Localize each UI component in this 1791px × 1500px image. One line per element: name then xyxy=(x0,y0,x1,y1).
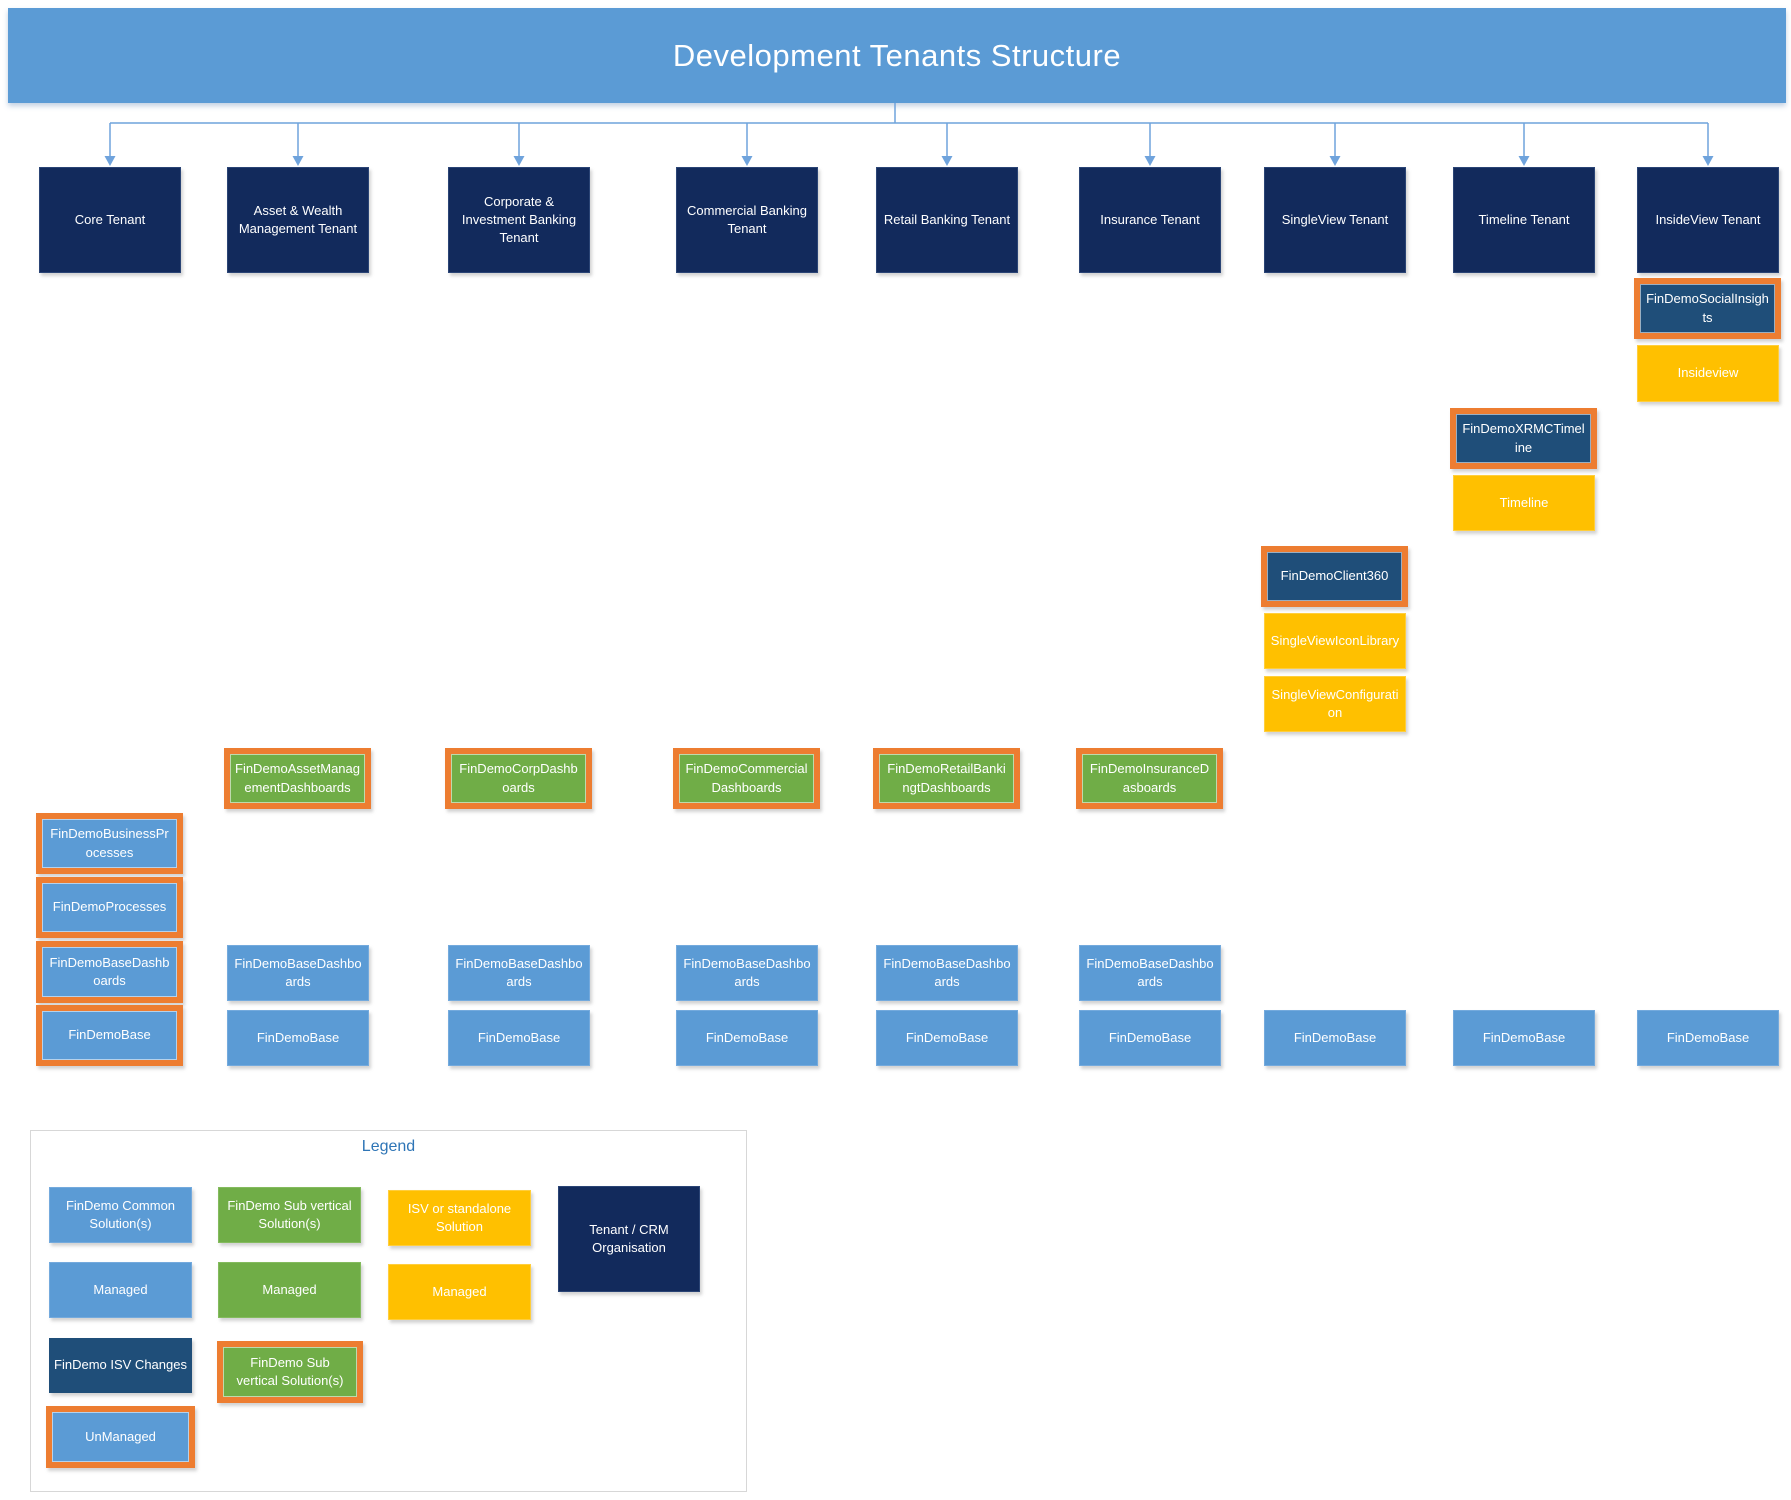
legend-sub-vertical-unmanaged-box: FinDemo Sub vertical Solution(s) xyxy=(217,1341,363,1403)
legend-title: Legend xyxy=(361,1138,416,1155)
solution-base-box: FinDemoBase xyxy=(227,1010,369,1066)
solution-retail-banking-dashboards-box: FinDemoRetailBankingtDashboards xyxy=(873,748,1020,809)
legend-managed-yellow-box: Managed xyxy=(388,1264,531,1320)
tenant-insideview-box: InsideView Tenant xyxy=(1637,167,1779,273)
solution-base-box: FinDemoBase xyxy=(1264,1010,1406,1066)
tenant-asset-wealth-box: Asset & Wealth Management Tenant xyxy=(227,167,369,273)
solution-corp-dashboards-box: FinDemoCorpDashboards xyxy=(445,748,592,809)
solution-xrmc-timeline-box: FinDemoXRMCTimeline xyxy=(1450,408,1597,469)
solution-base-box: FinDemoBase xyxy=(1453,1010,1595,1066)
solution-asset-management-dashboards-box: FinDemoAssetManagementDashboards xyxy=(224,748,371,809)
solution-base-dashboards-box: FinDemoBaseDashboards xyxy=(1079,945,1221,1001)
solution-insurance-dashboards-box: FinDemoInsuranceDasboards xyxy=(1076,748,1223,809)
solution-base-dashboards-box: FinDemoBaseDashboards xyxy=(36,941,183,1003)
legend-sub-vertical-solutions-box: FinDemo Sub vertical Solution(s) xyxy=(218,1187,361,1243)
solution-base-dashboards-box: FinDemoBaseDashboards xyxy=(227,945,369,1001)
legend-tenant-crm-organisation-box: Tenant / CRM Organisation xyxy=(558,1186,700,1292)
solution-business-processes-box: FinDemoBusinessProcesses xyxy=(36,813,183,874)
solution-singleview-configuration-box: SingleViewConfiguration xyxy=(1264,676,1406,732)
tenant-timeline-box: Timeline Tenant xyxy=(1453,167,1595,273)
diagram-title: Development Tenants Structure xyxy=(672,37,1122,73)
tenant-core-box: Core Tenant xyxy=(39,167,181,273)
solution-client360-box: FinDemoClient360 xyxy=(1261,546,1408,607)
diagram-title-banner: Development Tenants Structure xyxy=(8,8,1786,103)
tenant-retail-banking-box: Retail Banking Tenant xyxy=(876,167,1018,273)
solution-base-box: FinDemoBase xyxy=(876,1010,1018,1066)
solution-base-box: FinDemoBase xyxy=(1079,1010,1221,1066)
solution-timeline-box: Timeline xyxy=(1453,475,1595,531)
tenant-singleview-box: SingleView Tenant xyxy=(1264,167,1406,273)
legend-managed-blue-box: Managed xyxy=(49,1262,192,1318)
solution-base-box: FinDemoBase xyxy=(676,1010,818,1066)
legend-isv-standalone-box: ISV or standalone Solution xyxy=(388,1190,531,1246)
solution-social-insights-box: FinDemoSocialInsights xyxy=(1634,278,1781,339)
solution-insideview-box: Insideview xyxy=(1637,345,1779,402)
solution-singleview-icon-library-box: SingleViewIconLibrary xyxy=(1264,613,1406,669)
tenant-commercial-banking-box: Commercial Banking Tenant xyxy=(676,167,818,273)
solution-base-box: FinDemoBase xyxy=(448,1010,590,1066)
solution-base-box: FinDemoBase xyxy=(1637,1010,1779,1066)
solution-processes-box: FinDemoProcesses xyxy=(36,877,183,938)
solution-base-dashboards-box: FinDemoBaseDashboards xyxy=(676,945,818,1001)
legend-common-solutions-box: FinDemo Common Solution(s) xyxy=(49,1187,192,1243)
solution-base-box: FinDemoBase xyxy=(36,1005,183,1066)
solution-commercial-dashboards-box: FinDemoCommercial Dashboards xyxy=(673,748,820,809)
legend-managed-green-box: Managed xyxy=(218,1262,361,1318)
solution-base-dashboards-box: FinDemoBaseDashboards xyxy=(876,945,1018,1001)
legend-unmanaged-box: UnManaged xyxy=(46,1406,195,1468)
tenant-corporate-investment-box: Corporate & Investment Banking Tenant xyxy=(448,167,590,273)
legend-isv-changes-box: FinDemo ISV Changes xyxy=(49,1338,192,1393)
solution-base-dashboards-box: FinDemoBaseDashboards xyxy=(448,945,590,1001)
tenant-insurance-box: Insurance Tenant xyxy=(1079,167,1221,273)
